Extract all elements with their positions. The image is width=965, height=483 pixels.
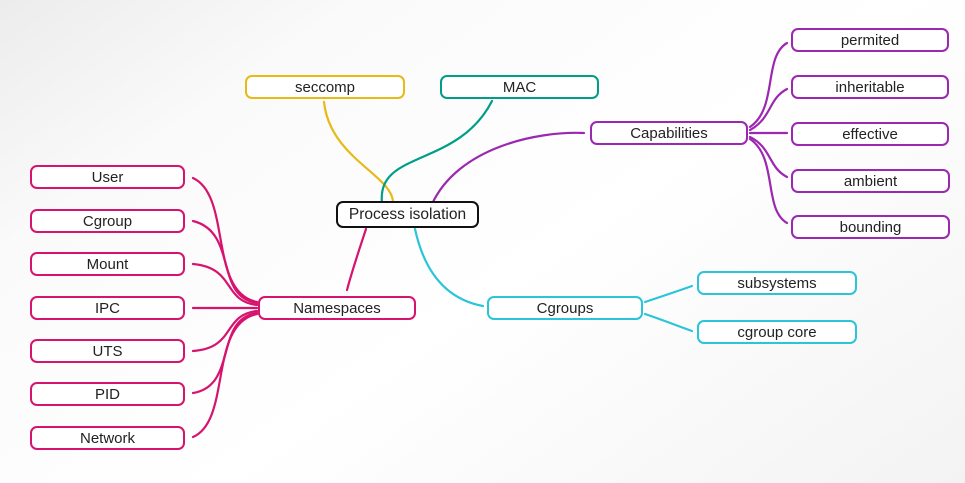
node-label: IPC [94, 299, 120, 317]
node-namespaces[interactable]: Namespaces [258, 296, 416, 320]
node-network[interactable]: Network [30, 426, 185, 450]
node-label: Capabilities [630, 124, 708, 142]
edge-cgroups-subsystems [643, 284, 694, 304]
node-subsystems[interactable]: subsystems [697, 271, 857, 295]
edge-root-namespaces [345, 227, 368, 292]
edge-capabilities-bounding [748, 137, 789, 225]
node-cgroup-core[interactable]: cgroup core [697, 320, 857, 344]
node-permited[interactable]: permited [791, 28, 949, 52]
node-label: effective [842, 125, 898, 143]
edge-namespaces-user [191, 176, 259, 304]
node-process-isolation[interactable]: Process isolation [336, 201, 479, 228]
edge-namespaces-cgroup [191, 219, 259, 305]
node-label: seccomp [294, 78, 356, 96]
node-capabilities[interactable]: Capabilities [590, 121, 748, 145]
edge-namespaces-network [191, 312, 259, 439]
edge-root-capabilities [430, 131, 586, 206]
edge-capabilities-permited [748, 41, 789, 129]
node-label: Network [79, 429, 135, 447]
node-mac[interactable]: MAC [440, 75, 599, 99]
node-label: UTS [92, 342, 123, 360]
node-seccomp[interactable]: seccomp [245, 75, 405, 99]
edge-root-mac [380, 99, 494, 205]
node-ipc[interactable]: IPC [30, 296, 185, 320]
node-label: subsystems [737, 274, 817, 292]
edge-cgroups-cgroup-core [643, 312, 694, 333]
node-cgroups[interactable]: Cgroups [487, 296, 643, 320]
node-mount[interactable]: Mount [30, 252, 185, 276]
edge-root-seccomp [322, 100, 395, 204]
node-ambient[interactable]: ambient [791, 169, 950, 193]
node-label: User [91, 168, 124, 186]
node-label: cgroup core [737, 323, 817, 341]
node-label: Cgroups [536, 299, 594, 317]
node-inheritable[interactable]: inheritable [791, 75, 949, 99]
node-cgroup[interactable]: Cgroup [30, 209, 185, 233]
node-uts[interactable]: UTS [30, 339, 185, 363]
node-label: Process isolation [348, 205, 467, 223]
edge-namespaces-uts [191, 309, 259, 353]
node-bounding[interactable]: bounding [791, 215, 950, 239]
node-label: PID [94, 385, 120, 403]
node-label: permited [840, 31, 900, 49]
edge-capabilities-inheritable [748, 87, 789, 132]
node-label: Cgroup [82, 212, 133, 230]
node-label: Namespaces [293, 299, 381, 317]
node-label: Mount [86, 255, 129, 273]
node-label: MAC [502, 78, 537, 96]
node-label: inheritable [835, 78, 905, 96]
node-label: ambient [843, 172, 898, 190]
edge-root-cgroups [413, 227, 485, 308]
node-effective[interactable]: effective [791, 122, 949, 146]
edge-capabilities-ambient [748, 135, 789, 179]
node-user[interactable]: User [30, 165, 185, 189]
edge-namespaces-mount [191, 262, 259, 307]
node-pid[interactable]: PID [30, 382, 185, 406]
node-label: bounding [839, 218, 902, 236]
